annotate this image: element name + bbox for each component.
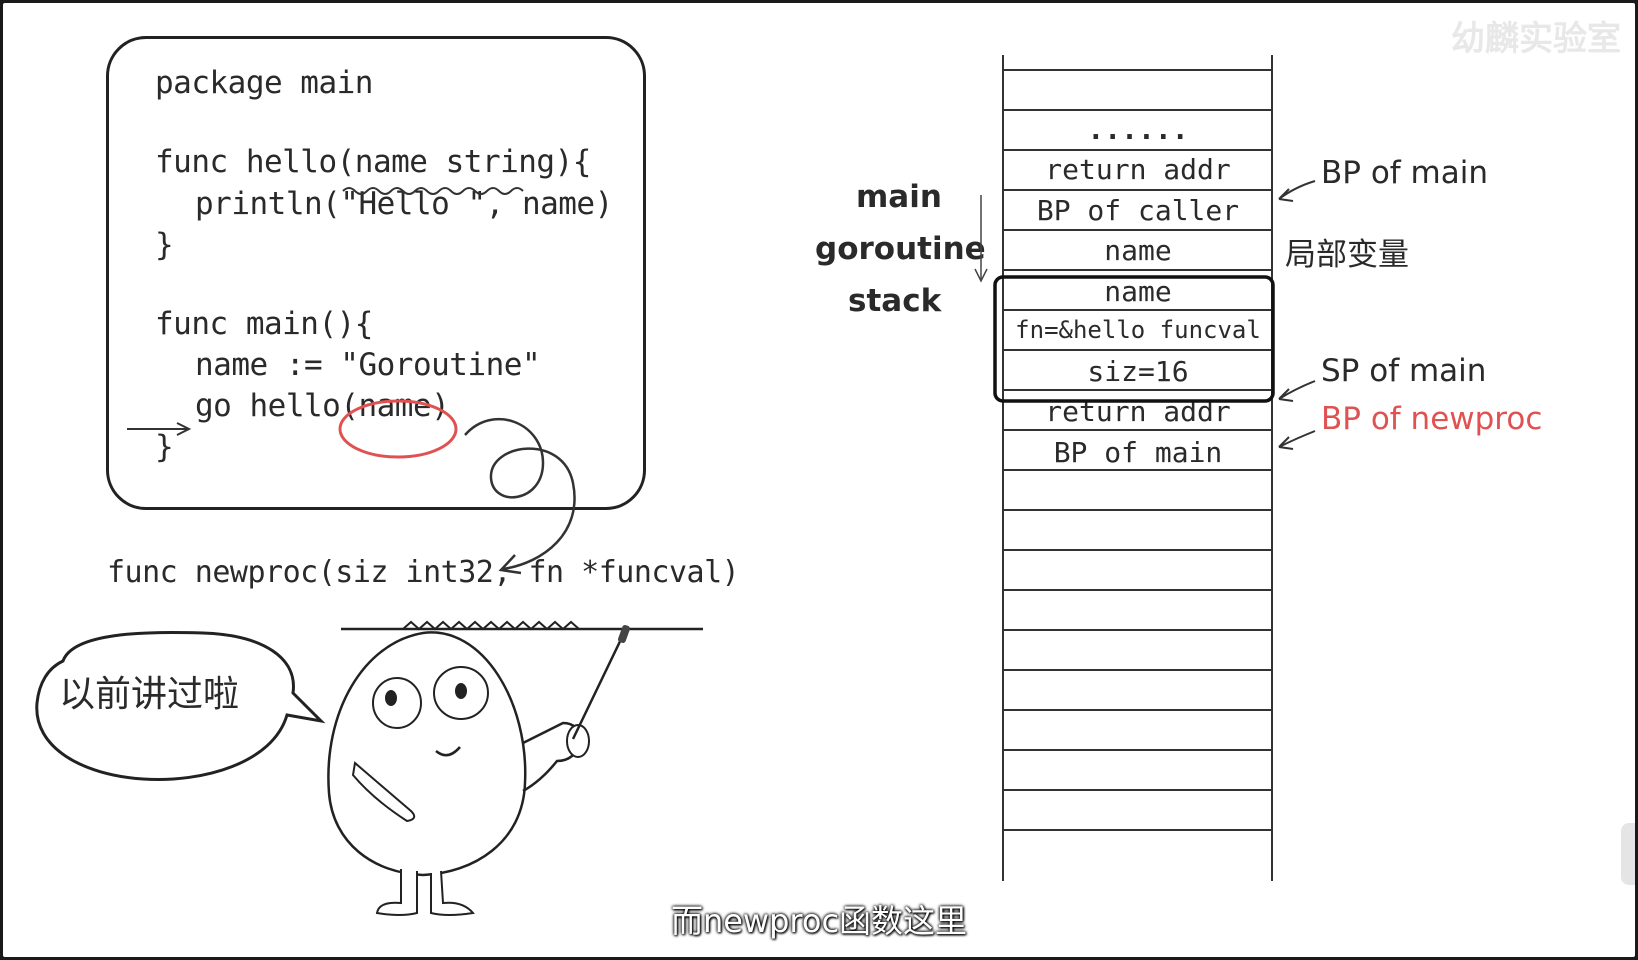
stack-row-line [1003,349,1273,351]
stack-row-line [1003,589,1273,591]
stack-cell-fn: fn=&hello funcval [1015,316,1261,344]
pointer-stick-tip [618,625,630,643]
stack-cell-ellipsis: ...... [1087,113,1189,146]
red-highlight-ellipse [338,399,458,459]
stack-row-line [1003,629,1273,631]
code-line-go-hello: go hello(name) [195,388,450,424]
stack-row-line [1003,669,1273,671]
egg-mouth [435,746,461,757]
stack-row-line [1003,309,1273,311]
side-tab [1621,823,1635,885]
code-line-func-hello: func hello(name string){ [155,144,591,180]
go-hello-prefix: go hello [195,388,341,424]
code-line-func-main: func main(){ [155,306,373,342]
speech-bubble [35,630,326,781]
stack-cell-bp-main: BP of main [1053,436,1223,469]
code-line-close1: } [155,227,174,263]
stack-row-line [1003,549,1273,551]
egg-eye-left [372,677,422,729]
stack-right-edge [1271,55,1273,881]
stack-cell-name-local: name [1104,234,1172,267]
code-line-package: package main [155,65,373,101]
arrow-bp-of-main [1278,180,1316,202]
stack-left-edge [1002,55,1004,881]
egg-right-leg [430,870,475,916]
egg-left-leg [375,869,418,916]
code-box [106,36,646,510]
stack-row-line [1003,429,1273,431]
egg-body [327,631,527,877]
stack-row-line [1003,69,1273,71]
code-line-close2: } [155,429,174,465]
annotation-bp-of-main: BP of main [1321,155,1489,191]
egg-character [327,625,630,916]
stack-row-line [1003,389,1273,391]
stack-title-goroutine: goroutine [815,231,986,267]
code-line-name-assign: name := "Goroutine" [195,347,541,383]
stack-row-line [1003,749,1273,751]
annotation-bp-of-newproc: BP of newproc [1321,401,1543,437]
stack-cell-return-addr: return addr [1045,153,1231,186]
stack-row-line [1003,789,1273,791]
egg-pupil-left [385,690,397,706]
stack-row-line [1003,469,1273,471]
stack-row-line [1003,109,1273,111]
annotation-local-vars: 局部变量 [1285,237,1409,273]
speech-bubble-text: 以前讲过啦 [59,674,240,715]
loop-arrow-head [498,554,522,575]
stack-cell-name-arg: name [1104,275,1172,308]
stack-row-line [1003,829,1273,831]
stack-row-line [1003,189,1273,191]
squiggle-underline [342,187,524,195]
video-frame: 幼麟实验室 package main func hello(name strin… [3,3,1635,957]
loop-arrow [464,417,576,571]
egg-left-arm [351,761,416,823]
newproc-signature: func newproc(siz int32, fn *funcval) [107,555,740,590]
video-subtitle: 而newproc函数这里 [670,902,968,940]
stack-row-line [1003,229,1273,231]
stack-growth-arrow-head [974,268,988,283]
newproc-zigzag [402,620,580,631]
egg-hand [566,724,590,758]
stack-cell-bp-caller: BP of caller [1036,194,1240,227]
annotation-sp-of-main: SP of main [1321,353,1487,389]
pointer-stick [571,630,627,740]
stack-title-stack: stack [848,283,942,319]
pointer-arrow-head [176,422,192,436]
egg-pupil-right [455,683,467,699]
stack-row-line [1003,149,1273,151]
watermark: 幼麟实验室 [1451,19,1621,59]
stack-row-line [1003,709,1273,711]
stack-row-line [1003,269,1273,271]
arrow-bp-of-newproc [1278,430,1316,450]
stack-cell-return-addr-2: return addr [1045,395,1231,428]
stack-row-line [1003,509,1273,511]
stack-title-main: main [856,179,942,215]
stack-cell-siz: siz=16 [1087,355,1189,388]
left-illustration [35,187,703,916]
arrow-sp-of-main [1278,380,1316,402]
